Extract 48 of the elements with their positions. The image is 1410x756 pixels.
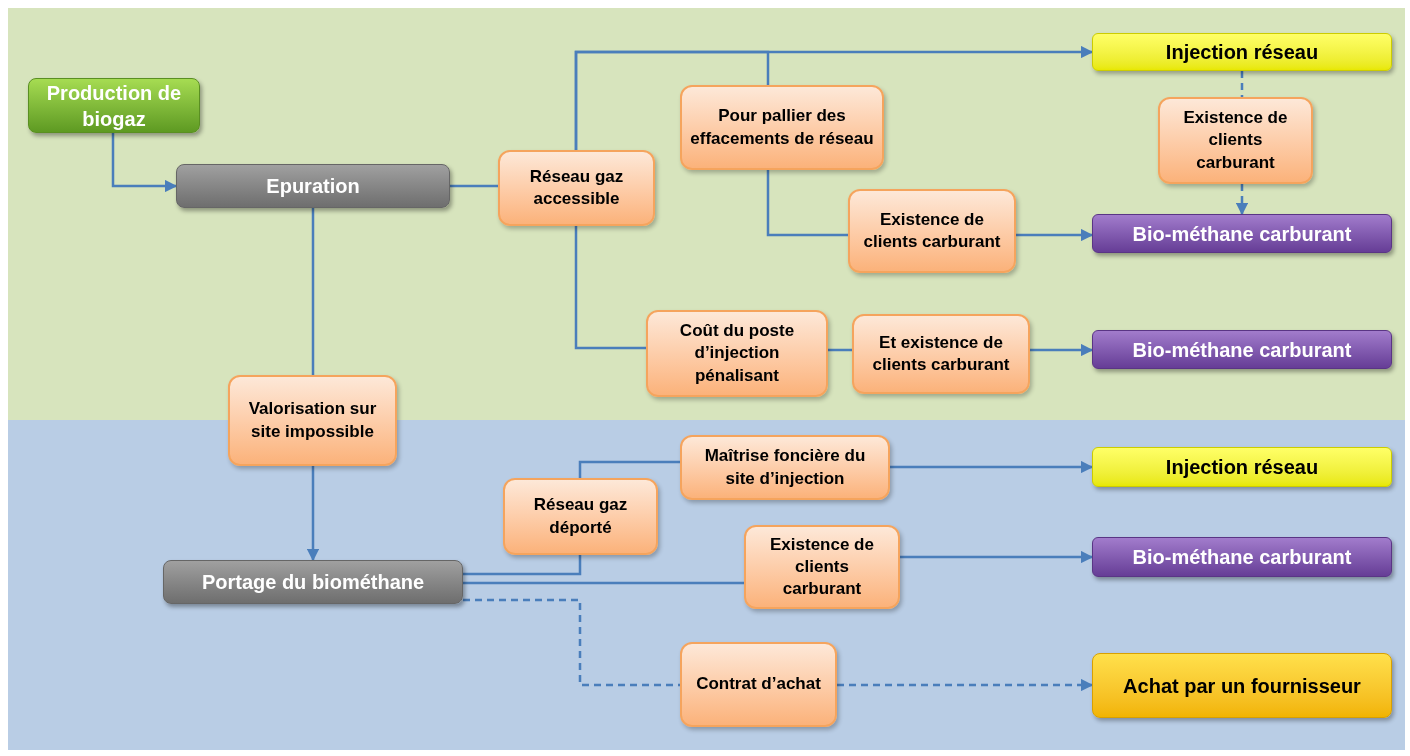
process-box [1158,97,1313,184]
box-text: Bio-méthane carburant [1132,221,1352,247]
connector-arrow [306,466,320,562]
box-text: Existence de clients carburant [862,208,1002,253]
process-box [852,314,1030,394]
box-text: Contrat d’achat [696,673,821,696]
process-box [646,310,828,397]
connector-arrow [1016,228,1094,242]
process-box [163,560,463,604]
box-text: Production de biogaz [45,80,183,132]
process-box [680,642,837,727]
process-box [1092,447,1392,487]
connector-arrow [1235,184,1249,216]
box-text: Achat par un fournisseur [1123,673,1361,699]
process-box [503,478,658,555]
box-text: Pour pallier des effacements de réseau [690,105,874,150]
process-box [176,164,450,208]
process-box [1092,653,1392,718]
box-text: Coût du poste d’injection pénalisant [678,320,796,387]
box-text: Existence de clients carburant [769,533,875,601]
process-box [28,78,200,133]
box-text: Maîtrise foncière du site d’injection [703,445,867,490]
process-box [848,189,1016,273]
box-text: Bio-méthane carburant [1132,337,1352,363]
box-text: Existence de clients carburant [1182,107,1289,174]
box-text: Bio-méthane carburant [1132,545,1352,570]
process-box [1092,537,1392,577]
box-text: Injection réseau [1165,455,1319,480]
box-text: Valorisation sur site impossible [247,398,378,443]
connector-arrow [111,133,178,193]
process-box [498,150,655,226]
process-box [680,435,890,500]
process-box [1092,330,1392,369]
process-box [1092,214,1392,253]
process-box [1092,33,1392,71]
connector-arrow [1030,343,1094,357]
box-text: Réseau gaz accessible [528,165,625,210]
box-text: Portage du biométhane [201,570,425,595]
connector-arrow [900,550,1094,564]
box-text: Réseau gaz déporté [532,494,629,539]
box-text: Injection réseau [1165,40,1319,65]
process-box [744,525,900,609]
connector-arrow [837,678,1094,692]
box-text: Et existence de clients carburant [871,331,1011,376]
box-text: Epuration [266,174,360,199]
connector-arrow [890,460,1094,474]
process-box [680,85,884,170]
process-box [228,375,397,466]
